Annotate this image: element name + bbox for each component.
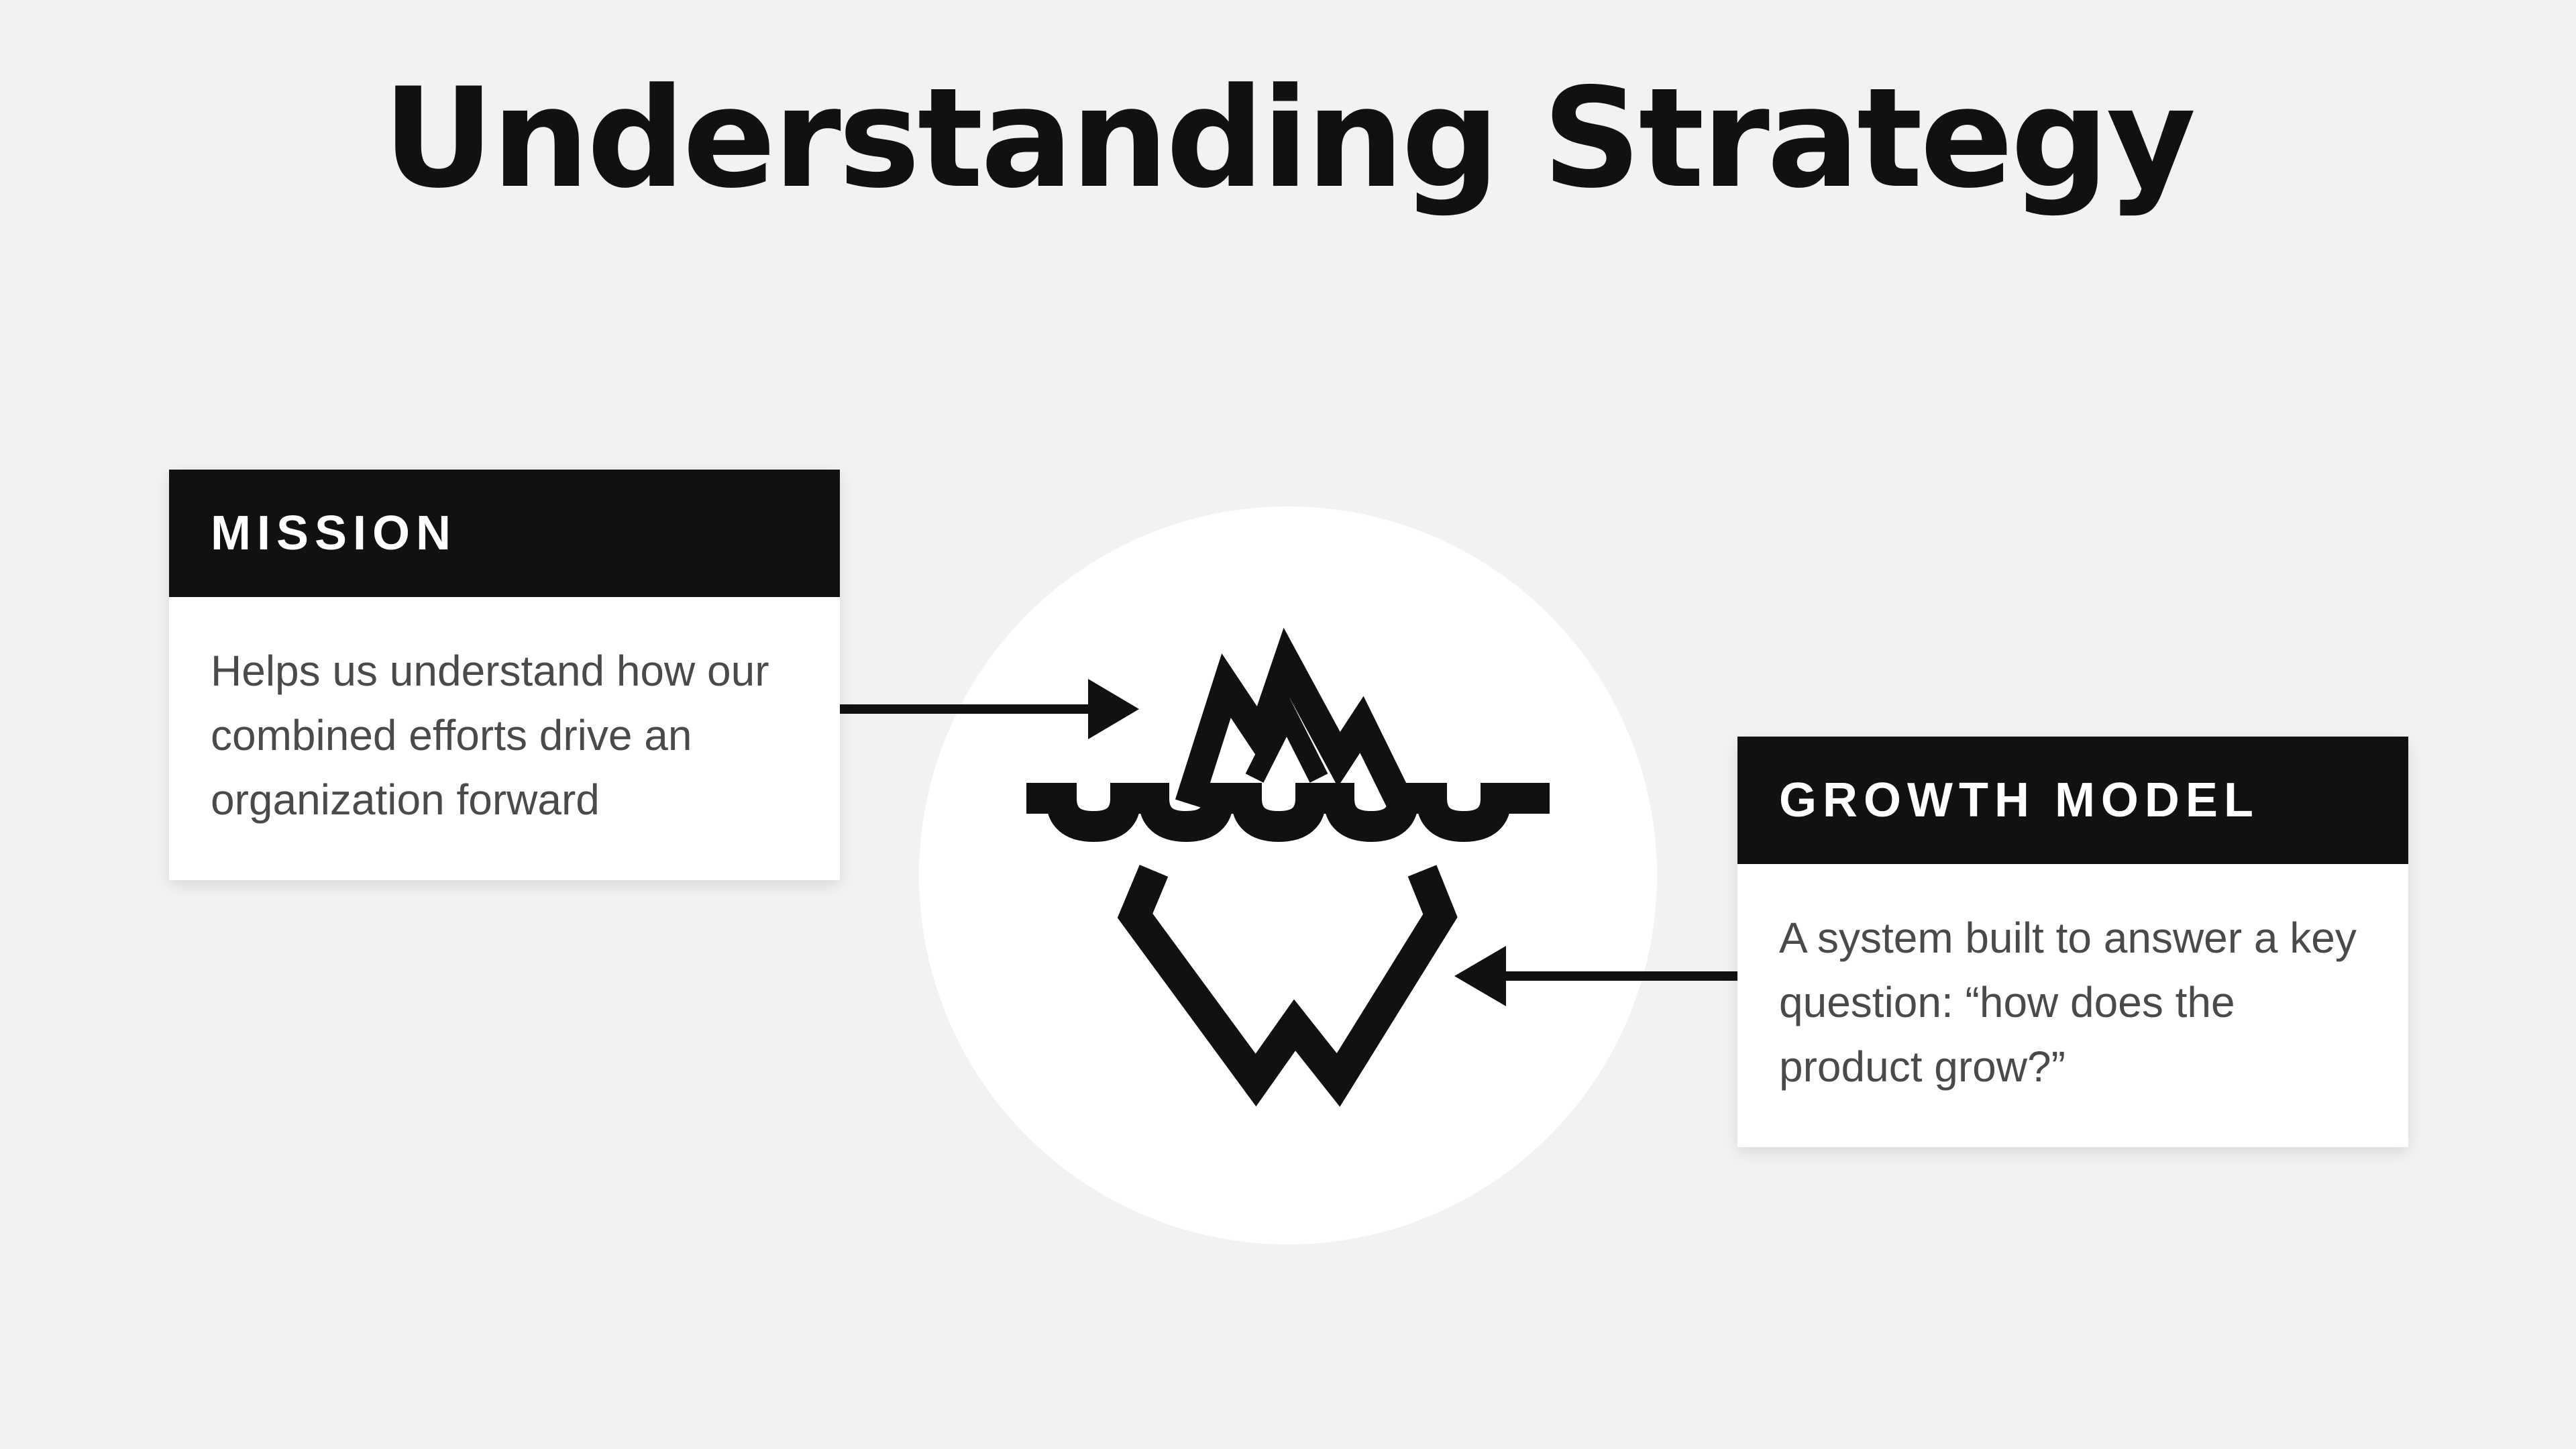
mission-card-body: Helps us understand how our combined eff… (211, 647, 769, 824)
mission-card-title: MISSION (211, 506, 458, 560)
growth-model-card-title: GROWTH MODEL (1779, 773, 2259, 827)
growth-model-card-header: GROWTH MODEL (1737, 737, 2408, 864)
growth-model-card-body: A system built to answer a key question:… (1779, 914, 2357, 1091)
iceberg-circle (919, 506, 1657, 1244)
mission-card: MISSION Helps us understand how our comb… (169, 470, 840, 880)
mission-card-header: MISSION (169, 470, 840, 597)
growth-model-card: GROWTH MODEL A system built to answer a … (1737, 737, 2408, 1147)
page-title: Understanding Strategy (382, 59, 2196, 219)
